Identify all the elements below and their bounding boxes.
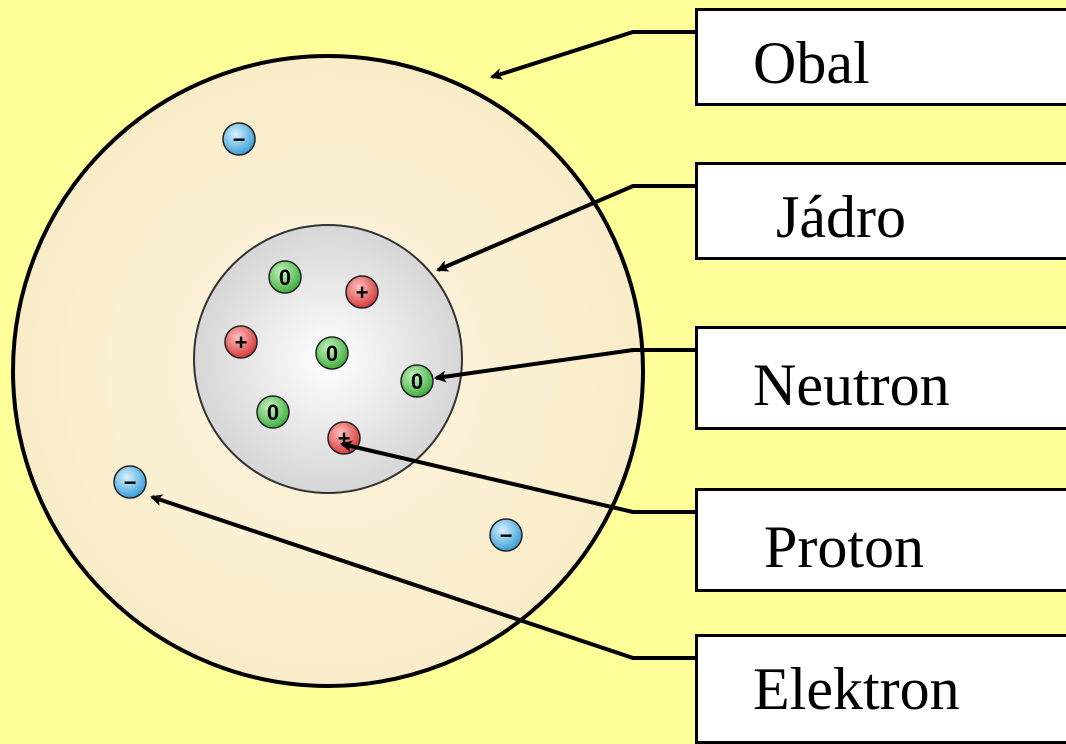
proton: + — [224, 325, 258, 359]
electron: − — [113, 465, 147, 499]
svg-text:0: 0 — [267, 400, 279, 425]
svg-text:−: − — [124, 470, 137, 495]
svg-text:−: − — [500, 523, 513, 548]
label-neutron-text: Neutron — [753, 352, 950, 418]
svg-text:0: 0 — [326, 341, 338, 366]
electron: − — [489, 518, 523, 552]
arrow-proton — [340, 440, 695, 514]
neutron: 0 — [256, 395, 290, 429]
neutron: 0 — [315, 336, 349, 370]
arrow-electron — [150, 494, 695, 660]
svg-text:+: + — [235, 330, 248, 355]
label-nucleus-text: Jádro — [776, 184, 906, 250]
neutron: 0 — [268, 260, 302, 294]
label-proton: Proton — [695, 488, 1066, 592]
label-proton-text: Proton — [764, 514, 925, 580]
proton: + — [327, 421, 361, 455]
arrow-shell — [490, 30, 695, 80]
svg-text:−: − — [233, 127, 246, 152]
neutron: 0 — [400, 364, 434, 398]
svg-text:+: + — [356, 280, 369, 305]
label-nucleus: Jádro — [695, 162, 1066, 260]
label-electron: Elektron — [695, 634, 1066, 744]
label-neutron: Neutron — [695, 326, 1066, 430]
svg-text:0: 0 — [279, 265, 291, 290]
svg-text:0: 0 — [411, 369, 423, 394]
label-shell-text: Obal — [753, 30, 870, 96]
proton: + — [345, 275, 379, 309]
electron: − — [222, 122, 256, 156]
arrow-nucleus — [436, 184, 695, 272]
arrow-neutron — [434, 348, 695, 383]
label-shell: Obal — [695, 8, 1066, 106]
label-electron-text: Elektron — [753, 656, 960, 722]
